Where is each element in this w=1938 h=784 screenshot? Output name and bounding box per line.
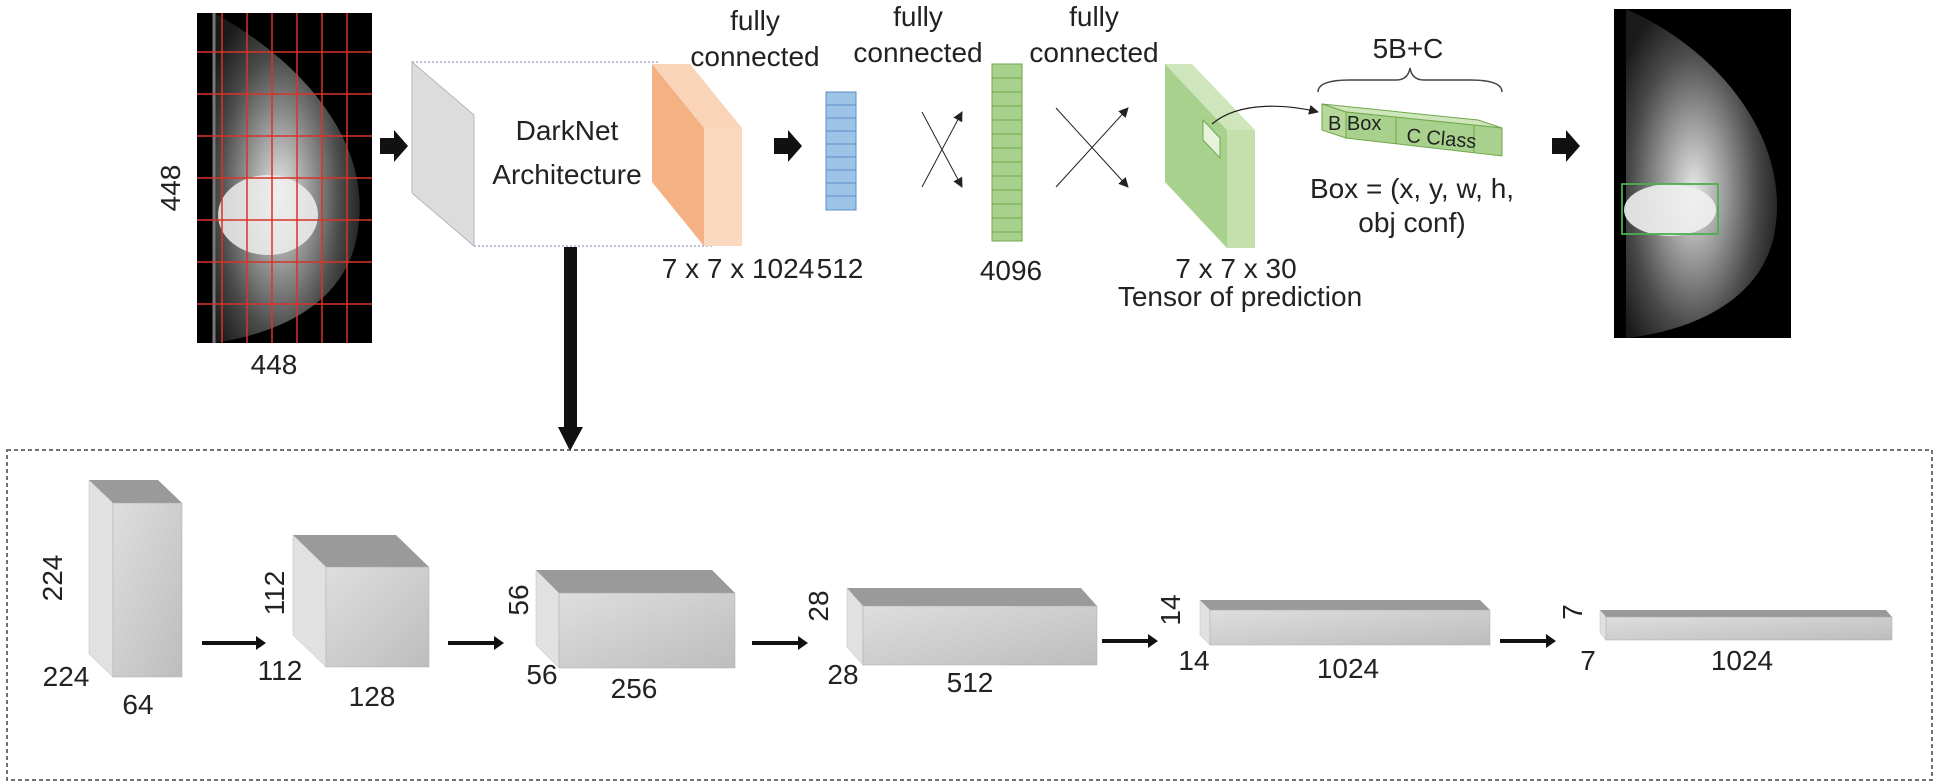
darknet-subtitle: Architecture (492, 159, 641, 190)
block3-height: 56 (503, 584, 534, 615)
box-formula-line2: obj conf) (1358, 207, 1465, 238)
block2-depth: 128 (349, 681, 396, 712)
block6-width: 7 (1580, 645, 1596, 676)
block3-width: 56 (526, 659, 557, 690)
darknet-detail-panel (6, 449, 1933, 781)
output-mammogram (1614, 9, 1791, 338)
fc-4096-label: 4096 (980, 255, 1042, 286)
crossed-arrows-icon (921, 111, 963, 188)
darknet-title: DarkNet (516, 115, 619, 146)
block5-width: 14 (1178, 645, 1209, 676)
block5-height: 14 (1155, 594, 1186, 625)
block6-depth: 1024 (1711, 645, 1773, 676)
fc-4096-layer (991, 63, 1023, 242)
tensor-dims: 7 x 7 x 30 (1175, 253, 1296, 284)
box-formula-line1: Box = (x, y, w, h, (1310, 173, 1514, 204)
fc-512-label: 512 (817, 253, 864, 284)
arrow-icon (202, 636, 266, 650)
conv-block-1 (88, 479, 183, 678)
flow-arrow-icon (1552, 130, 1580, 162)
flow-arrow-icon (774, 130, 802, 162)
fc2-label-line1: fully (893, 1, 943, 32)
arrow-icon (752, 636, 808, 650)
fc3-label-line2: connected (1029, 37, 1158, 68)
vector-size-label: 5B+C (1373, 33, 1444, 64)
fc3-label-line1: fully (1069, 1, 1119, 32)
vector-brace (1317, 67, 1503, 93)
input-grid (197, 13, 372, 343)
fc2-label-line2: connected (853, 37, 982, 68)
fc-512-layer (825, 91, 857, 211)
input-height-label: 448 (155, 165, 186, 212)
block1-depth: 64 (122, 689, 153, 720)
block2-width: 112 (258, 655, 303, 686)
down-arrow-icon (558, 247, 583, 451)
crossed-arrows-icon (1055, 107, 1129, 188)
block4-height: 28 (803, 590, 834, 621)
conv-block-2 (292, 534, 430, 668)
conv-block-4 (846, 587, 1098, 666)
block4-depth: 512 (947, 667, 994, 698)
feature-map-dims: 7 x 7 x 1024 (662, 253, 815, 284)
bbox-label: B Box (1328, 113, 1381, 135)
tensor-caption: Tensor of prediction (1118, 281, 1362, 312)
prediction-tensor-block (1165, 64, 1255, 248)
block3-depth: 256 (611, 673, 658, 704)
arrow-icon (1500, 634, 1556, 648)
block1-width: 224 (43, 661, 90, 692)
class-label: C Class (1406, 125, 1478, 153)
input-mammogram (197, 13, 372, 343)
flow-arrow-icon (380, 130, 408, 162)
darknet-block (411, 60, 714, 248)
fc1-label-line2: connected (690, 41, 819, 72)
arrow-icon (1102, 634, 1158, 648)
fc1-label-line1: fully (730, 5, 780, 36)
input-width-label: 448 (251, 349, 298, 380)
conv-block-5 (1199, 599, 1491, 646)
conv-block-6 (1599, 609, 1893, 641)
feature-map-block (652, 64, 742, 246)
block6-height: 7 (1557, 604, 1588, 620)
detection-box (1621, 183, 1719, 235)
tensor-cell-pointer (1211, 104, 1319, 125)
block2-height: 112 (259, 571, 290, 616)
conv-block-3 (535, 569, 736, 669)
block5-depth: 1024 (1317, 653, 1379, 684)
arrow-icon (448, 636, 504, 650)
block4-width: 28 (827, 659, 858, 690)
block1-height: 224 (37, 555, 68, 602)
prediction-vector (1321, 103, 1503, 157)
